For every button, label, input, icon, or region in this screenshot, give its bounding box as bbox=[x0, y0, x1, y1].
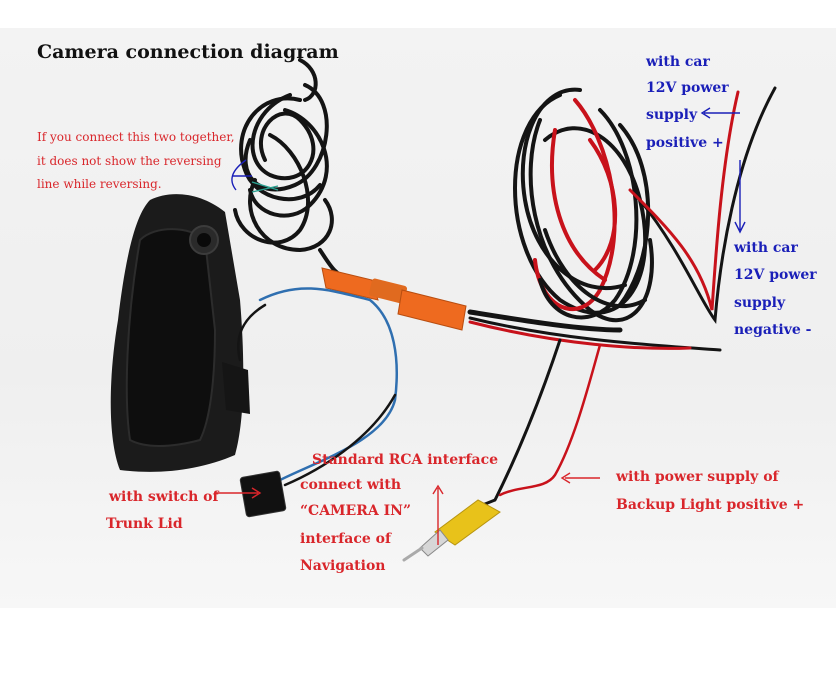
negative-label-line-2: 12V power bbox=[734, 267, 817, 283]
coiled-cable-right bbox=[513, 87, 654, 323]
rca-label-line-4: interface of bbox=[300, 531, 392, 547]
camera-handle bbox=[110, 194, 250, 472]
rca-label-line-5: Navigation bbox=[300, 558, 386, 574]
orange-connectors bbox=[321, 267, 467, 331]
coiled-cable-left bbox=[233, 58, 334, 253]
backup-label-line-2: Backup Light positive + bbox=[616, 497, 805, 513]
trunk-switch-wire bbox=[237, 287, 398, 518]
rca-label-line-2: connect with bbox=[300, 477, 402, 493]
backup-label-line-1: with power supply of bbox=[616, 469, 779, 485]
rca-label-line-1: Standard RCA interface bbox=[312, 452, 499, 468]
rca-plug bbox=[402, 498, 501, 562]
negative-label-line-4: negative - bbox=[734, 322, 812, 338]
diagram-title: Camera connection diagram bbox=[37, 41, 339, 63]
shorting-note-line-1: If you connect this two together, bbox=[37, 130, 235, 144]
shorting-note-line-2: it does not show the reversing bbox=[37, 154, 222, 168]
positive-label-line-2: 12V power bbox=[646, 80, 729, 96]
power-lead-wires bbox=[628, 86, 777, 325]
shorting-note-line-3: line while reversing. bbox=[37, 177, 162, 191]
trunk-label-line-1: with switch of bbox=[109, 489, 219, 505]
rca-label-line-3: “CAMERA IN” bbox=[300, 503, 411, 519]
annotation-arrows bbox=[215, 107, 746, 545]
positive-label-line-4: positive + bbox=[646, 135, 724, 151]
positive-label-line-1: with car bbox=[646, 54, 710, 70]
main-cable bbox=[318, 248, 722, 502]
negative-label-line-3: supply bbox=[734, 295, 786, 311]
trunk-label-line-2: Trunk Lid bbox=[106, 516, 183, 532]
negative-label-line-1: with car bbox=[734, 240, 798, 256]
positive-label-line-3: supply bbox=[646, 107, 698, 123]
